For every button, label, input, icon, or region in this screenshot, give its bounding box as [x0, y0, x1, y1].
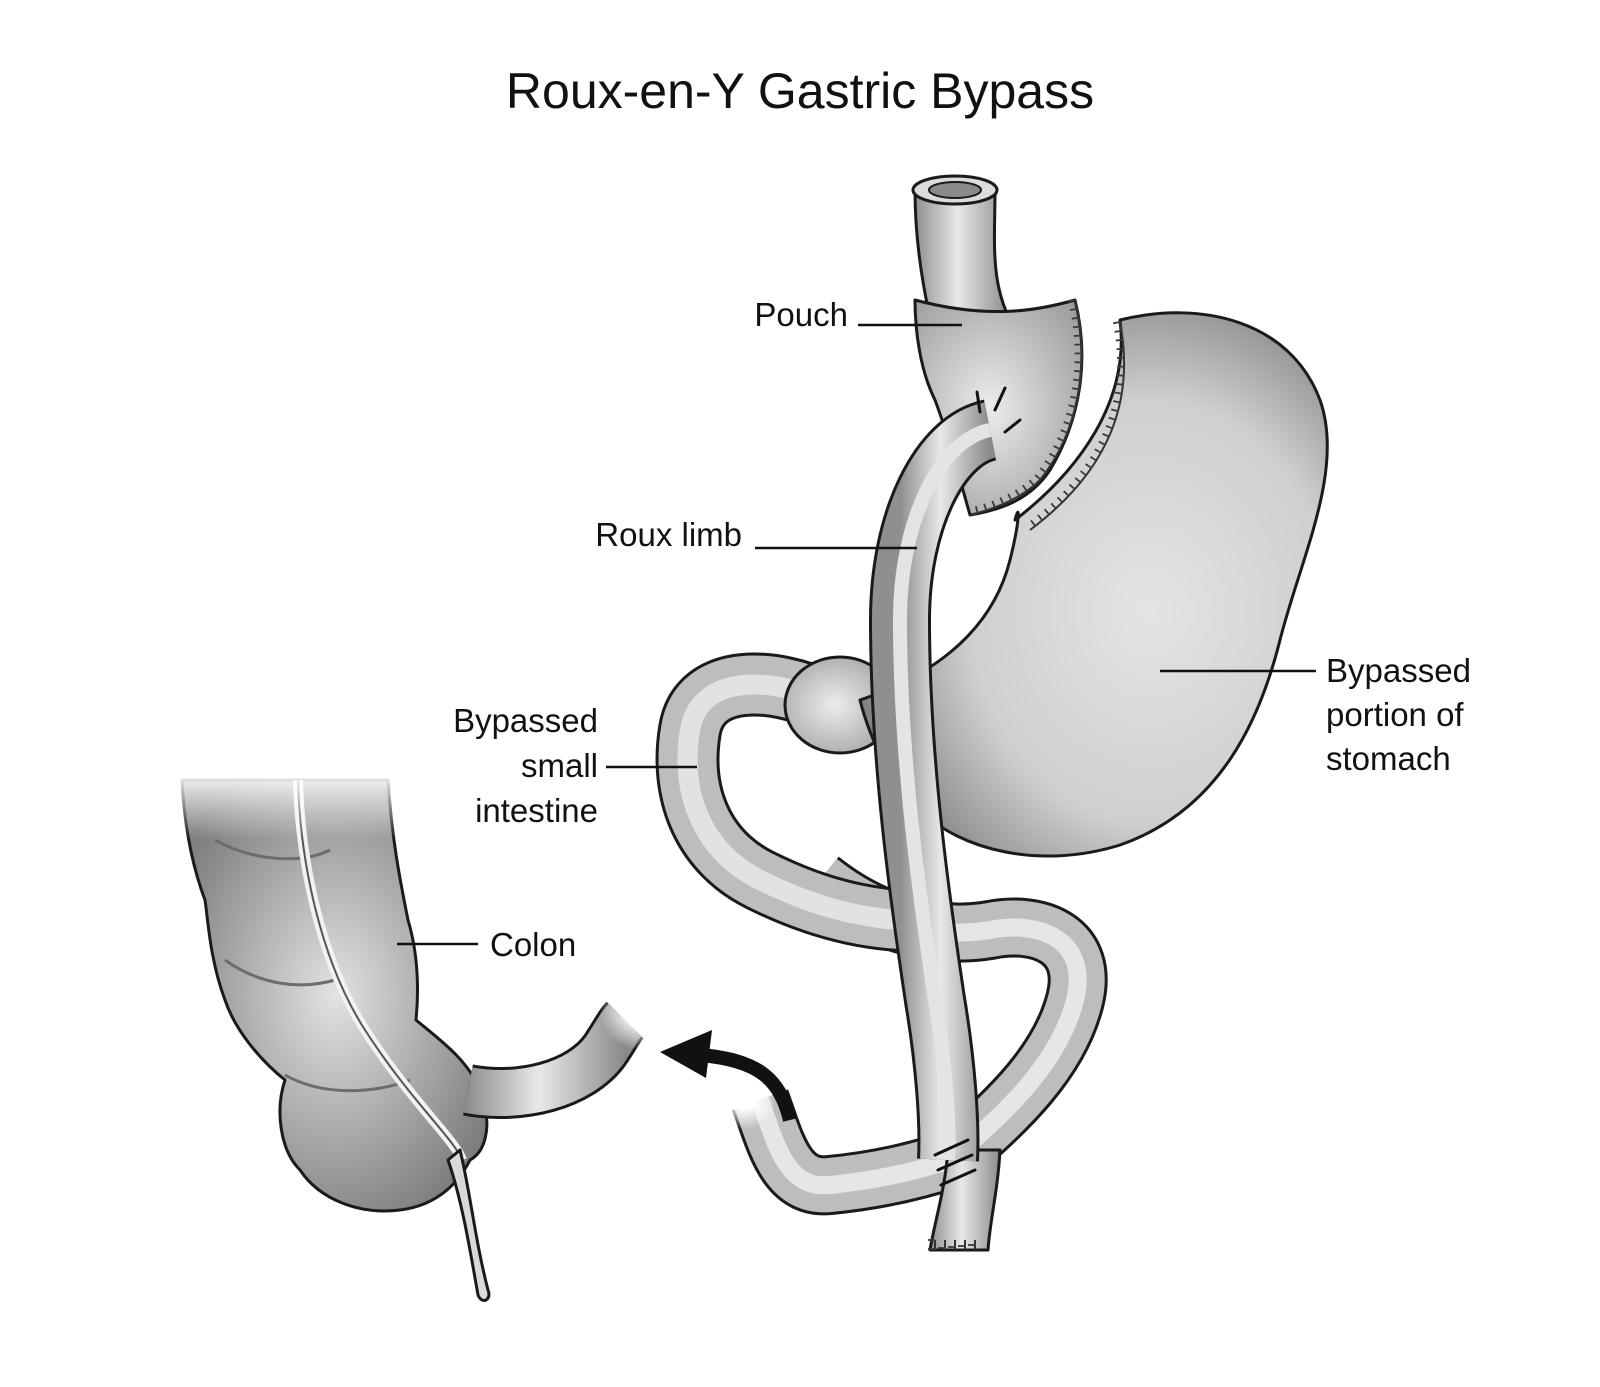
label-stomach-line-3: stomach: [1326, 740, 1451, 777]
ileum-to-colon: [468, 970, 680, 1093]
label-stomach-line-1: Bypassed: [1326, 652, 1471, 689]
label-intestine-line-3: intestine: [475, 792, 598, 829]
colon: [170, 770, 489, 1300]
label-colon: Colon: [397, 926, 576, 963]
diagram-title: Roux-en-Y Gastric Bypass: [506, 63, 1094, 119]
label-intestine-line-1: Bypassed: [453, 702, 598, 739]
label-roux-limb-text: Roux limb: [595, 516, 742, 553]
label-roux-limb: Roux limb: [595, 516, 917, 553]
label-colon-text: Colon: [490, 926, 576, 963]
label-intestine-line-2: small: [521, 747, 598, 784]
label-pouch-text: Pouch: [754, 296, 848, 333]
label-stomach-line-2: portion of: [1326, 696, 1464, 733]
